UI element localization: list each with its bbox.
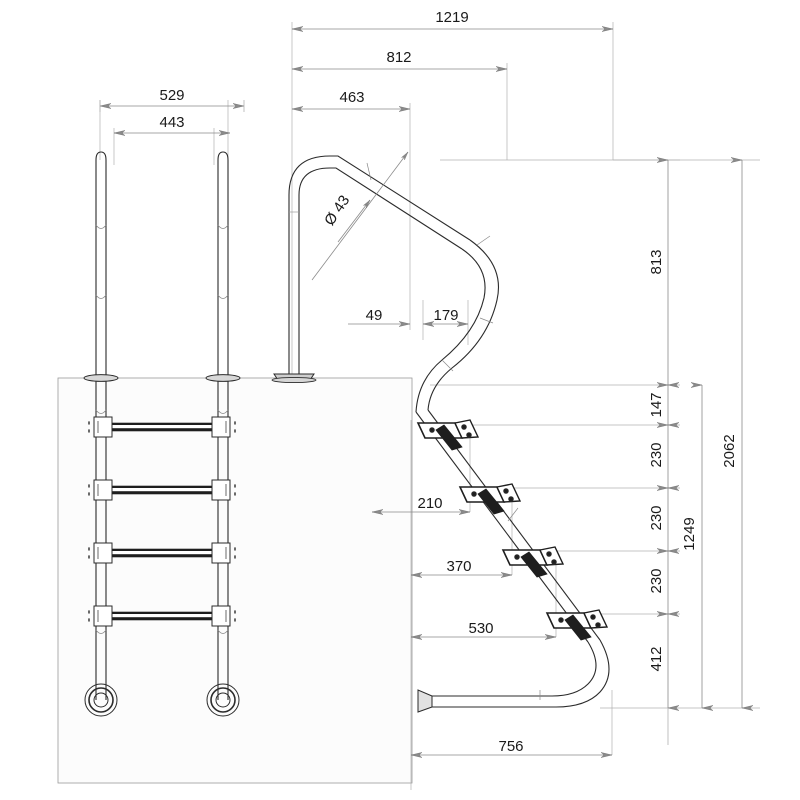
dim-diameter-43: Ø 43	[321, 192, 353, 228]
dim-813: 813	[648, 249, 665, 274]
dim-443: 443	[159, 114, 184, 131]
dim-230-b: 230	[648, 505, 665, 530]
dim-370: 370	[446, 558, 471, 575]
ladder-rungs	[88, 416, 236, 627]
dim-529: 529	[159, 87, 184, 104]
dim-230-a: 230	[648, 442, 665, 467]
dimension-text: 1219 812 463 529 443 Ø 43 49 179 210 370…	[159, 9, 738, 755]
dim-179: 179	[433, 307, 458, 324]
deck-collar	[83, 374, 241, 382]
dimension-lines	[99, 29, 742, 755]
extension-lines	[99, 22, 760, 790]
dim-210: 210	[417, 495, 442, 512]
dim-463: 463	[339, 89, 364, 106]
dim-230-c: 230	[648, 568, 665, 593]
dim-1219: 1219	[435, 9, 468, 26]
dim-1249: 1249	[681, 517, 698, 550]
front-elevation-ladder	[83, 151, 241, 717]
dim-530: 530	[468, 620, 493, 637]
dim-2062: 2062	[721, 434, 738, 467]
ladder-foot	[84, 683, 240, 717]
dim-756: 756	[498, 738, 523, 755]
dim-147: 147	[648, 392, 665, 417]
side-elevation-handrail	[271, 155, 610, 713]
pool-water-region	[57, 377, 413, 784]
step-bracket	[416, 419, 609, 641]
dim-412: 412	[648, 646, 665, 671]
dim-49: 49	[366, 307, 383, 324]
dim-812: 812	[386, 49, 411, 66]
